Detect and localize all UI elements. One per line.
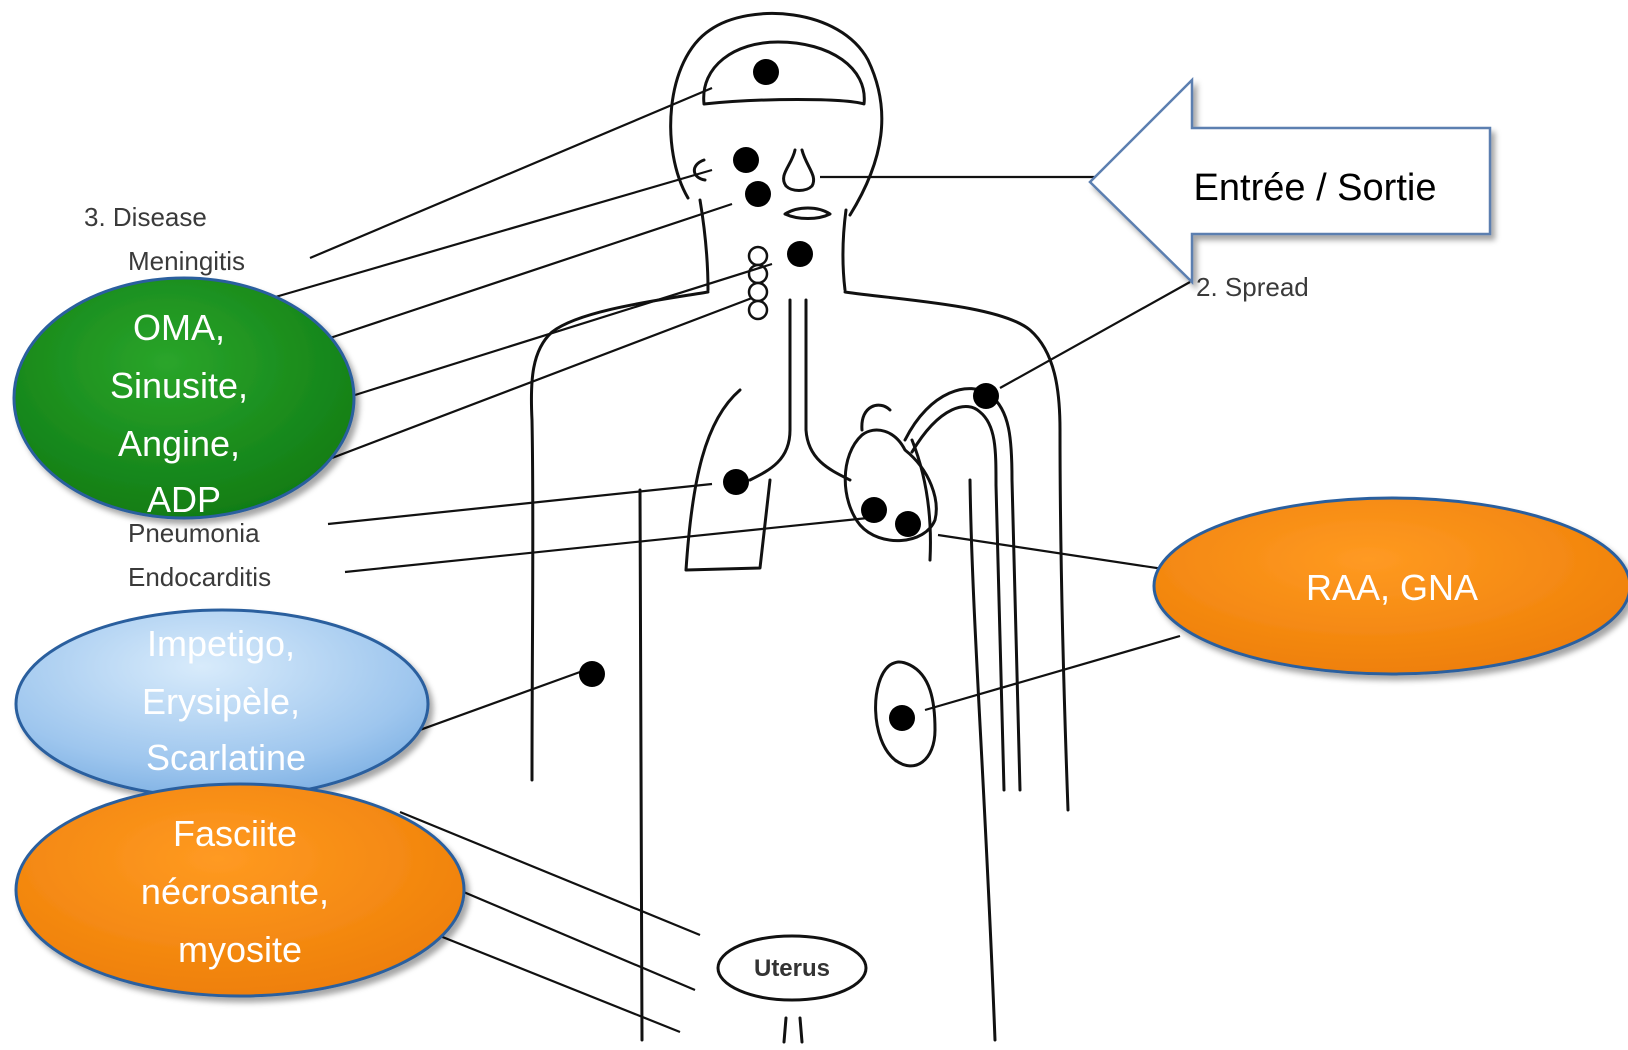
body-outline xyxy=(531,13,1068,1040)
label-meningitis: Meningitis xyxy=(128,246,245,276)
site-skin-dot xyxy=(579,661,605,687)
bubble-ent: OMA, Sinusite, Angine, ADP xyxy=(14,278,354,520)
site-blood-dot xyxy=(973,383,999,409)
site-brain-dot xyxy=(753,59,779,85)
arrow-label: Entrée / Sortie xyxy=(1194,167,1437,209)
lymph-nodes xyxy=(749,247,767,319)
label-spread: 2. Spread xyxy=(1196,272,1309,302)
bubble-fasciitis-line-2: nécrosante, xyxy=(141,871,329,912)
site-heart-dot-2 xyxy=(895,511,921,537)
site-heart-dot-1 xyxy=(861,497,887,523)
bubble-skin-line-3: Scarlatine xyxy=(146,737,306,778)
bubble-skin-line-2: Erysipèle, xyxy=(142,681,300,722)
bubble-complications: RAA, GNA xyxy=(1154,498,1628,674)
bubble-fasciitis: Fasciite nécrosante, myosite xyxy=(16,784,464,996)
entry-exit-arrow: Entrée / Sortie xyxy=(1090,80,1490,282)
site-kidney-dot xyxy=(889,705,915,731)
label-uterus: Uterus xyxy=(754,955,830,982)
bubble-complications-line-1: RAA, GNA xyxy=(1306,567,1478,608)
uterus-shape: Uterus xyxy=(718,936,866,1042)
label-disease: 3. Disease xyxy=(84,202,207,232)
bubble-ent-line-3: Angine, xyxy=(118,423,240,464)
svg-text:Impetigo, Erysipèle,: Impetigo, Erysipèle, Scarlatine xyxy=(142,623,310,778)
label-pneumonia: Pneumonia xyxy=(128,518,260,548)
svg-text:RAA, GNA: RAA, GNA xyxy=(1306,567,1478,608)
site-ear-dot xyxy=(733,147,759,173)
bubble-fasciitis-line-1: Fasciite xyxy=(173,813,297,854)
label-endocarditis: Endocarditis xyxy=(128,562,271,592)
bubble-ent-line-4: ADP xyxy=(147,479,221,520)
site-sinus-dot xyxy=(745,181,771,207)
site-lung-dot xyxy=(723,469,749,495)
bubble-skin-line-1: Impetigo, xyxy=(147,623,295,664)
bubble-ent-line-1: OMA, xyxy=(133,307,225,348)
bubble-skin: Impetigo, Erysipèle, Scarlatine xyxy=(16,610,428,798)
bubble-fasciitis-line-3: myosite xyxy=(178,929,302,970)
site-throat-dot xyxy=(787,241,813,267)
bubble-ent-line-2: Sinusite, xyxy=(110,365,248,406)
